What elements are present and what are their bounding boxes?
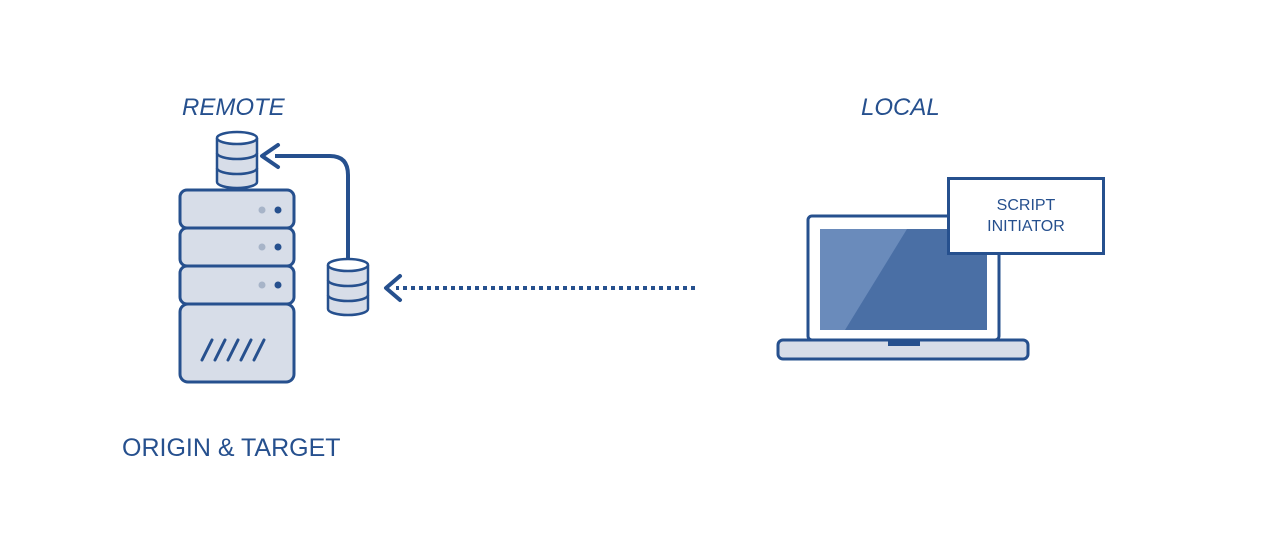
origin-target-label: ORIGIN & TARGET [122,434,341,462]
script-label-line2: INITIATOR [987,218,1065,235]
database-icon [326,257,370,317]
server-icon [178,188,296,384]
local-label: LOCAL [861,94,940,121]
arrow-icon [260,143,350,258]
script-initiator-box: SCRIPT INITIATOR [947,177,1105,255]
script-label-line1: SCRIPT [996,197,1056,214]
database-icon [215,130,259,190]
remote-label: REMOTE [182,94,285,121]
arrow-icon [384,274,695,302]
